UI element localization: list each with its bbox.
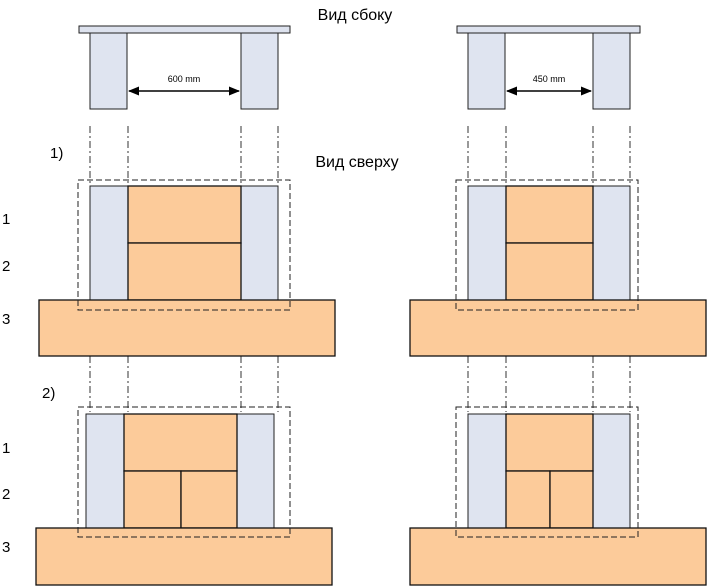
projection-lines	[89, 126, 631, 412]
top-view-title: Вид сверху	[315, 154, 398, 171]
box-2	[127, 242, 242, 301]
variant-2-label: 2)	[42, 385, 55, 402]
tabletop-right	[456, 25, 641, 34]
row-number-3b: 3	[2, 539, 10, 556]
tabletop-left	[78, 25, 291, 34]
leg-strip	[592, 185, 631, 301]
row-number-1b: 1	[2, 440, 10, 457]
leg-right-1	[467, 32, 506, 110]
dimension-label-right: 450 mm	[533, 74, 566, 84]
box-1	[505, 413, 594, 472]
box-1	[505, 185, 594, 244]
top-view-2-right	[409, 406, 707, 586]
box-2a	[505, 470, 551, 529]
leg-strip	[85, 413, 125, 529]
side-view-title: Вид сбоку	[318, 7, 393, 24]
box-1	[123, 413, 238, 472]
box-2b	[180, 470, 238, 529]
leg-strip	[467, 413, 507, 529]
leg-left-1	[89, 32, 128, 110]
variant-1-label: 1)	[50, 145, 63, 162]
table-outline	[455, 406, 639, 538]
top-view-2-left	[35, 406, 333, 586]
box-3	[38, 299, 336, 357]
row-number-1a: 1	[2, 211, 10, 228]
leg-strip	[467, 185, 507, 301]
box-3	[35, 527, 333, 586]
top-view-1-left	[38, 179, 336, 357]
table-outline	[455, 179, 639, 311]
dimension-label-left: 600 mm	[168, 74, 201, 84]
row-number-2a: 2	[2, 258, 10, 275]
row-number-2b: 2	[2, 486, 10, 503]
leg-strip	[592, 413, 631, 529]
leg-strip	[240, 185, 279, 301]
box-2b	[549, 470, 594, 529]
side-view-left: 600 mm	[78, 25, 291, 110]
row-number-3a: 3	[2, 311, 10, 328]
leg-left-2	[240, 32, 279, 110]
box-1	[127, 185, 242, 244]
box-2	[505, 242, 594, 301]
box-3	[409, 299, 707, 357]
leg-right-2	[592, 32, 631, 110]
box-2a	[123, 470, 182, 529]
leg-strip	[236, 413, 275, 529]
top-view-1-right	[409, 179, 707, 357]
leg-strip	[89, 185, 129, 301]
side-view-right: 450 mm	[456, 25, 641, 110]
